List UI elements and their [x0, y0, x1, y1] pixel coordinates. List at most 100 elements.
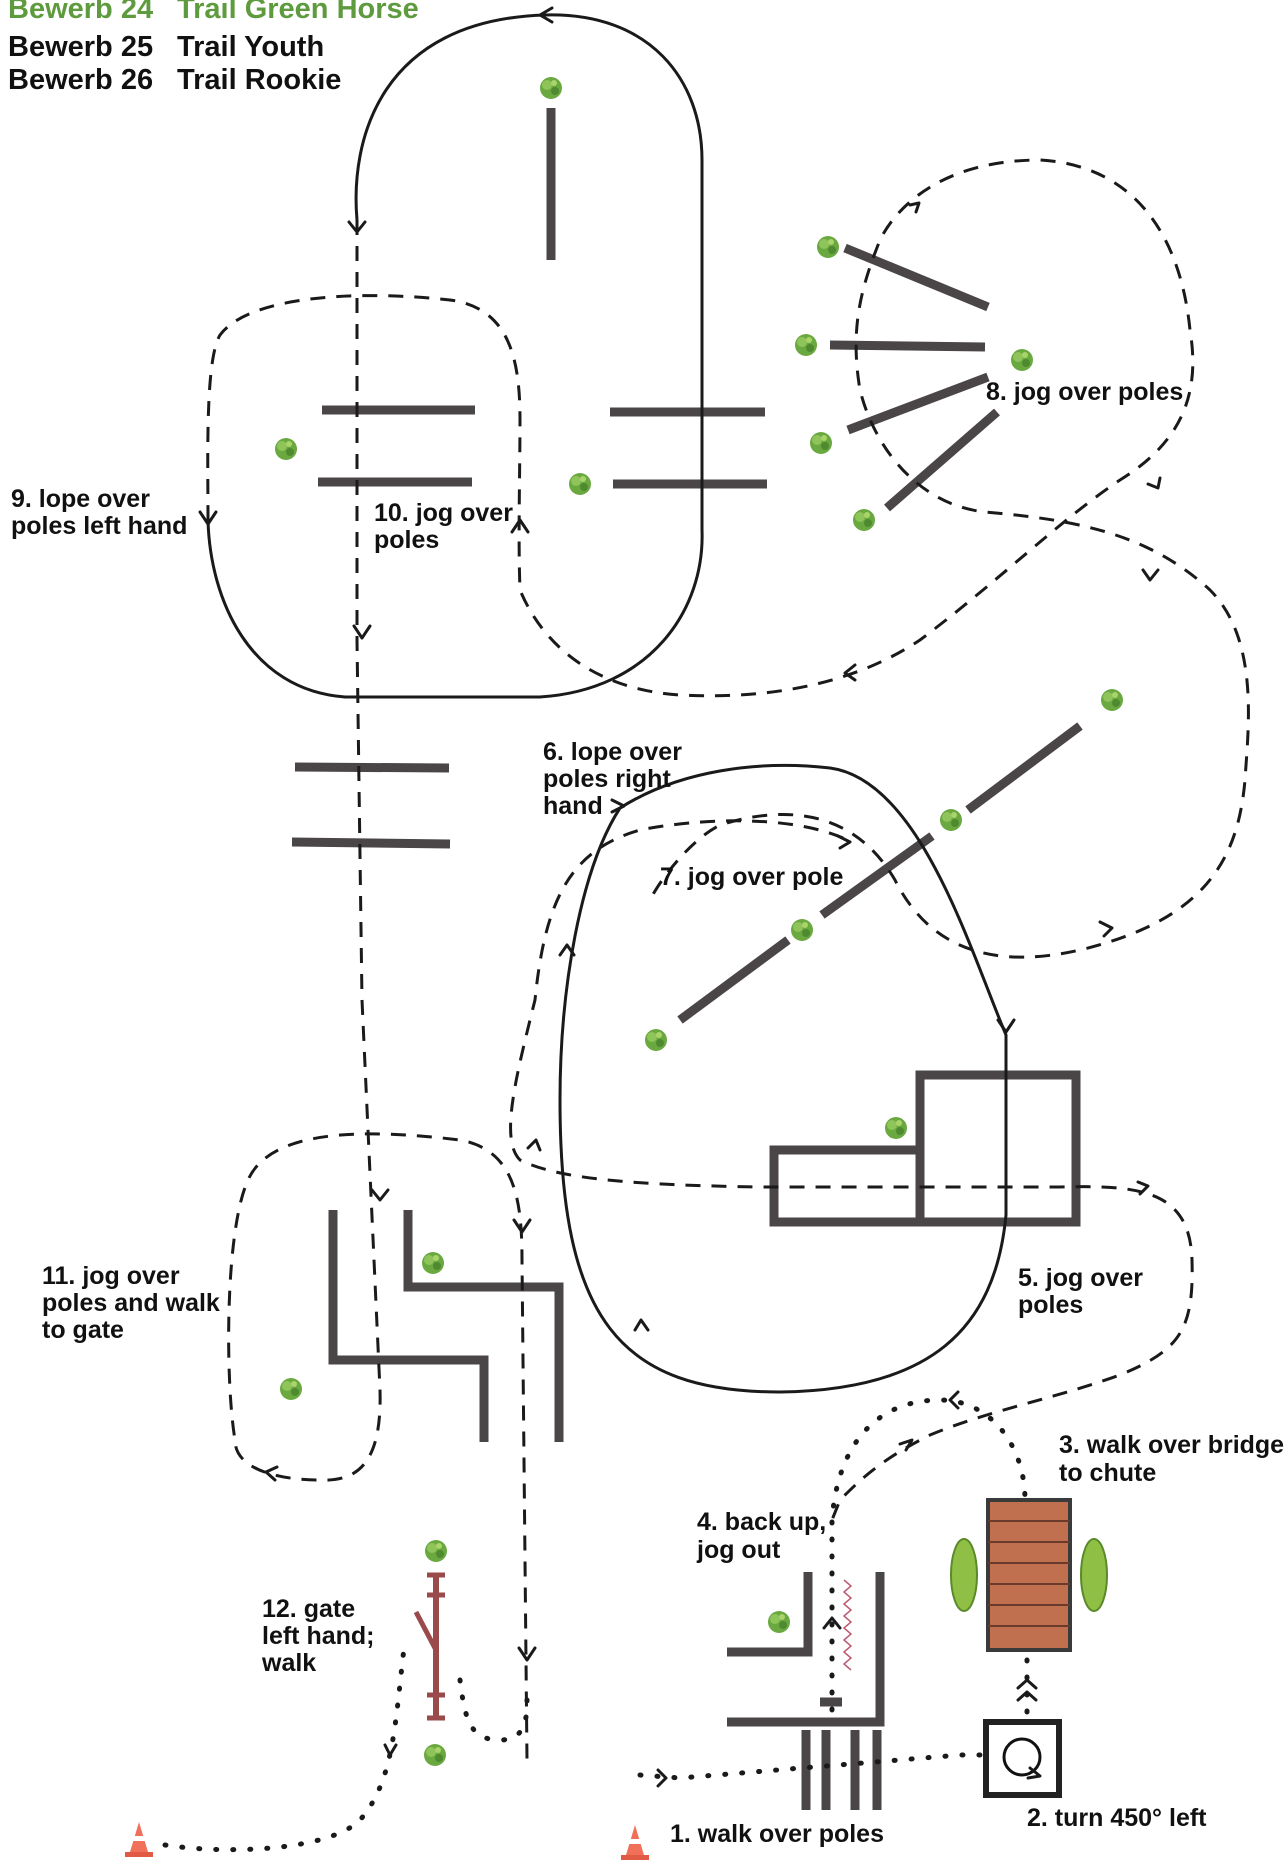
plant-icon	[791, 919, 813, 941]
plant-icon	[795, 334, 817, 356]
plant-icon	[645, 1029, 667, 1051]
arrow-icon	[512, 1218, 532, 1234]
pole	[291, 837, 451, 849]
obstacle-11-label-line-2: poles and walk	[42, 1289, 220, 1317]
cone-icon	[621, 1825, 649, 1860]
pole	[884, 408, 1000, 512]
arrow-icon	[1146, 476, 1162, 490]
plant-icon	[1101, 689, 1123, 711]
arrow-icon	[996, 1018, 1016, 1034]
arrow-icon	[948, 1390, 960, 1410]
arrow-icon	[822, 1616, 842, 1630]
walk-path	[637, 1752, 988, 1781]
arrow-icon	[633, 1318, 650, 1332]
pole	[677, 936, 791, 1024]
arrow-icon	[1016, 1678, 1038, 1690]
obstacle-3-label: 3. walk over bridge	[1059, 1431, 1284, 1459]
jog-path	[227, 220, 529, 1761]
obstacle-11-label: 11. jog over	[42, 1262, 180, 1290]
obstacle-12-label: 12. gate	[262, 1595, 355, 1623]
arrow-icon	[517, 1646, 537, 1662]
plant-icon	[940, 809, 962, 831]
pole-l-shape	[403, 1210, 564, 1442]
obstacle-12-label-line-3: walk	[261, 1649, 316, 1677]
turn-arrow-icon	[1026, 1766, 1042, 1780]
arrow-icon	[1098, 920, 1114, 938]
obstacle-10-label: 10. jog over	[374, 499, 513, 527]
plant-icon	[768, 1611, 790, 1633]
plant-icon	[275, 438, 297, 460]
plant-icon	[540, 77, 562, 99]
plant-icon	[885, 1117, 907, 1139]
class-25-number: Bewerb 25	[8, 31, 153, 63]
plant-icon	[422, 1252, 444, 1274]
plant-icon	[817, 236, 839, 258]
class-26-title: Trail Rookie	[177, 64, 341, 96]
chute-wall	[727, 1572, 885, 1727]
obstacle-6-label-line-2: poles right	[543, 765, 671, 793]
arrow-icon	[1016, 1690, 1038, 1702]
arrow-icon	[198, 510, 218, 526]
arrow-icon	[264, 1465, 279, 1482]
obstacle-5-label-line-2: poles	[1018, 1291, 1083, 1319]
obstacle-2-label: 2. turn 450° left	[1027, 1804, 1207, 1832]
lope-path	[206, 13, 704, 699]
class-24-title: Trail Green Horse	[177, 0, 419, 25]
pole-l-shape	[328, 1210, 489, 1442]
lope-path	[558, 763, 1008, 1394]
turn-circle	[1002, 1737, 1042, 1777]
obstacle-10-label-line-2: poles	[374, 526, 439, 554]
pole	[843, 243, 990, 312]
chute-marker	[842, 1579, 853, 1671]
poles	[291, 108, 1083, 1810]
plant-icon	[853, 509, 875, 531]
class-header: Bewerb 24 Trail Green Horse Bewerb 25 Tr…	[8, 0, 419, 96]
arrow-icon	[836, 834, 852, 850]
arrow-icon	[526, 1138, 542, 1152]
jog-path	[509, 819, 1194, 1521]
arrow-icon	[610, 798, 626, 814]
obstacle-11-label-line-3: to gate	[42, 1316, 124, 1344]
jog-path	[206, 158, 1250, 959]
plant-icon	[424, 1744, 446, 1766]
plant-icon	[280, 1378, 302, 1400]
arrow-icon	[510, 518, 530, 534]
class-26-number: Bewerb 26	[8, 64, 153, 96]
arrow-icon	[1141, 568, 1160, 582]
arrow-icon	[898, 1438, 914, 1452]
arrow-icon	[1136, 1180, 1150, 1196]
arrow-icon	[538, 6, 554, 24]
plant-icon	[569, 473, 591, 495]
plant-icon	[425, 1540, 447, 1562]
pole	[819, 832, 935, 919]
arrow-icon	[843, 663, 857, 682]
arrow-icon	[370, 1188, 390, 1202]
arrow-icon	[908, 201, 921, 214]
obstacle-7-label: 7. jog over pole	[660, 863, 843, 891]
arrow-icon	[656, 1768, 668, 1788]
obstacle-1-label: 1. walk over poles	[670, 1820, 884, 1848]
course-paths	[162, 6, 1250, 1853]
gate-icon	[413, 1572, 445, 1721]
obstacle-12-label-line-2: left hand;	[262, 1622, 375, 1650]
obstacle-8-label: 8. jog over poles	[986, 378, 1183, 406]
obstacle-6-label-line-3: hand	[543, 792, 603, 820]
arrow-icon	[347, 220, 367, 234]
obstacle-9-label: 9. lope over	[11, 485, 150, 513]
obstacle-3-label-line-2: to chute	[1059, 1459, 1156, 1487]
obstacle-4-label-line-2: jog out	[696, 1536, 781, 1564]
arrow-icon	[558, 943, 576, 957]
arrow-icon	[352, 624, 372, 640]
pole	[965, 722, 1083, 814]
walk-path	[457, 1677, 530, 1743]
plant-icon	[1011, 349, 1033, 371]
obstacle-labels: 1. walk over poles 2. turn 450° left 3. …	[11, 378, 1284, 1848]
bridge-icon	[950, 1498, 1108, 1652]
pole	[846, 372, 990, 435]
obstacle-5-label: 5. jog over	[1018, 1264, 1143, 1292]
obstacle-4-label: 4. back up,	[697, 1508, 826, 1536]
pole	[294, 762, 450, 773]
arrow-icon	[383, 1743, 398, 1757]
walk-path	[829, 1397, 1028, 1713]
